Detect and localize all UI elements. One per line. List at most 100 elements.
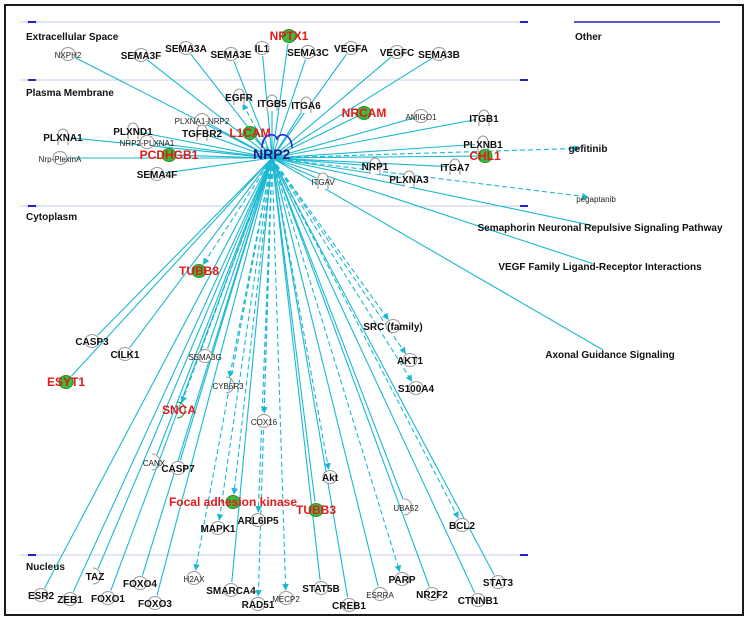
node-axonal[interactable]: Axonal Guidance Signaling [545,350,674,361]
node-nptx1[interactable]: NPTX1 [270,29,309,43]
edge-src [271,157,389,321]
node-nrp2plxna1-label: NRP2-PLXNA1 [120,139,175,148]
node-gefitinib[interactable]: gefitinib [569,144,608,155]
node-foxo3[interactable]: FOXO3 [138,596,172,611]
node-itga6[interactable]: ITGA6 [291,96,321,113]
node-foxo4[interactable]: FOXO4 [123,576,157,591]
node-cyb5r3[interactable]: CYB5R3 [212,376,244,394]
node-cox16-shape [256,414,272,428]
node-h2ax[interactable]: H2AX [184,571,206,585]
node-plxnb1[interactable]: PLXNB1 [463,135,503,152]
node-sema3e-label: SEMA3E [210,50,251,61]
node-esyt1-label: ESYT1 [47,375,85,389]
node-vegfa[interactable]: VEGFA [334,41,368,56]
node-nrpplexina-shape [52,151,68,165]
node-itgb5[interactable]: ITGB5 [257,94,287,111]
node-mecp2[interactable]: MECP2 [272,591,300,605]
node-sema3f-label: SEMA3F [121,51,162,62]
node-itga7[interactable]: ITGA7 [440,158,470,175]
node-sema3b[interactable]: SEMA3B [418,47,460,62]
edge-sema3a [190,53,273,159]
node-sema3c[interactable]: SEMA3C [287,45,329,60]
node-nrcam[interactable]: NRCAM [342,106,387,120]
node-stat3-shape [490,575,506,589]
node-vegffam[interactable]: VEGF Family Ligand-Receptor Interactions [498,262,702,273]
node-fak[interactable]: Focal adhesion kinase [169,495,297,509]
node-amigo1[interactable]: AMIGO1 [405,109,437,123]
node-uba52[interactable]: UBA52 [393,498,419,516]
edge-esrra [271,157,379,587]
node-pcdhgb1[interactable]: PCDHGB1 [140,148,199,162]
node-tubb3-shape [308,503,324,517]
node-nrp1[interactable]: NRP1 [362,157,389,174]
node-zeb1[interactable]: ZEB1 [57,592,83,607]
node-plxna1[interactable]: PLXNA1 [43,128,83,145]
node-plxnd1[interactable]: PLXND1 [113,122,153,139]
node-sema3e[interactable]: SEMA3E [210,47,252,62]
node-smarca4[interactable]: SMARCA4 [206,583,256,598]
node-casp3[interactable]: CASP3 [75,334,109,349]
node-pegaptanib[interactable]: pegaptanib [576,195,616,204]
node-s100a4[interactable]: S100A4 [398,381,435,396]
node-src[interactable]: SRC (family) [363,319,423,334]
node-chl1[interactable]: CHL1 [469,149,501,163]
node-parp[interactable]: PARP [388,572,416,587]
node-ctnnb1[interactable]: CTNNB1 [458,593,499,608]
node-taz[interactable]: TAZ [86,567,105,585]
node-stat5b[interactable]: STAT5B [302,581,340,596]
node-foxo1[interactable]: FOXO1 [91,591,125,606]
node-sema3f[interactable]: SEMA3F [121,48,162,63]
edge-fak [231,157,273,495]
node-il1[interactable]: IL1 [254,41,270,56]
node-rad51[interactable]: RAD51 [242,597,275,612]
node-foxo3-shape [147,596,163,610]
edge-foxo1 [110,157,273,591]
edge-s100a4 [271,157,413,382]
node-esrra[interactable]: ESRRA [366,587,394,601]
node-tubb8[interactable]: TUBB8 [179,264,219,278]
node-esyt1[interactable]: ESYT1 [47,375,85,389]
node-nxph2[interactable]: NXPH2 [55,47,82,61]
node-tubb3[interactable]: TUBB3 [296,503,336,517]
node-nrp2plxna1[interactable]: NRP2-PLXNA1 [120,135,175,149]
node-gefitinib-label: gefitinib [569,144,608,155]
node-itgav[interactable]: ITGAV [311,172,335,189]
node-pegaptanib-label: pegaptanib [576,195,616,204]
node-canx[interactable]: CANX [143,453,166,471]
node-vegfa-shape [343,41,359,55]
node-esrra-label: ESRRA [366,591,394,600]
node-casp7[interactable]: CASP7 [161,461,195,476]
node-fak-label: Focal adhesion kinase [169,495,297,509]
edge-sema3e [233,61,273,159]
node-stat3[interactable]: STAT3 [483,575,514,590]
node-esr2[interactable]: ESR2 [28,588,55,603]
node-egfr-label: EGFR [225,93,254,104]
node-l1cam[interactable]: L1CAM [229,126,271,140]
node-cox16[interactable]: COX16 [251,414,278,428]
node-nr2f2[interactable]: NR2F2 [416,587,448,602]
node-mapk1[interactable]: MAPK1 [200,521,236,536]
node-creb1[interactable]: CREB1 [332,598,366,613]
node-plxna1-label: PLXNA1 [43,133,83,144]
edge-plxnb1 [271,143,476,159]
node-snca[interactable]: SNCA [162,401,196,419]
hub-node-nrp2[interactable]: NRP2 [253,133,293,162]
node-tgfbr2[interactable]: TGFBR2 [182,124,222,141]
node-egfr[interactable]: EGFR [225,88,254,105]
node-bcl2-label: BCL2 [449,521,476,532]
node-arl6ip5[interactable]: ARL6IP5 [237,513,279,528]
edge-nrcam [271,116,358,159]
node-akt1[interactable]: AKT1 [397,353,424,368]
node-bcl2[interactable]: BCL2 [449,518,476,533]
node-cilk1[interactable]: CILK1 [111,347,140,362]
node-sema3a[interactable]: SEMA3A [165,41,207,56]
node-semaphorin[interactable]: Semaphorin Neuronal Repulsive Signaling … [477,223,722,234]
node-plxna3[interactable]: PLXNA3 [389,170,429,187]
node-vegfc[interactable]: VEGFC [380,45,414,60]
node-sema4f[interactable]: SEMA4F [137,167,178,182]
node-bcl2-shape [454,518,470,532]
node-itgb1[interactable]: ITGB1 [469,109,499,126]
node-nrpplexina[interactable]: Nrp-PlexinA [39,151,82,165]
node-sema3g[interactable]: SEMA3G [188,349,222,363]
node-akt[interactable]: Akt [322,470,339,485]
